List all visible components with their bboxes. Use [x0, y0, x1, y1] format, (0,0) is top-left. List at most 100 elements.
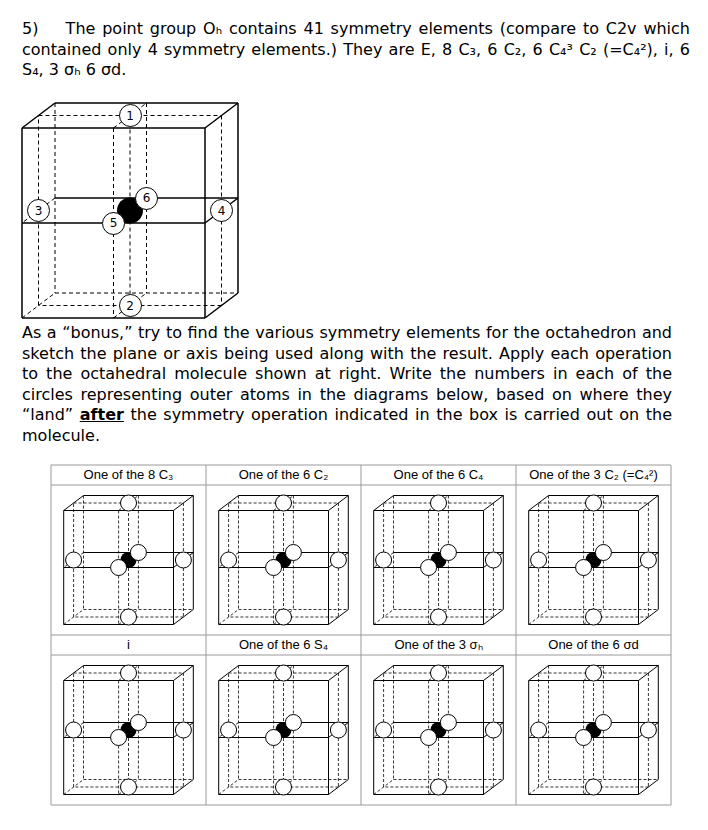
cube-edge: [174, 723, 194, 738]
empty-atom: [285, 715, 301, 731]
cube-edge: [639, 553, 659, 568]
question-text: 5) The point group Oₕ contains 41 symmet…: [22, 19, 690, 81]
empty-atom: [276, 495, 292, 511]
empty-atom: [421, 560, 437, 576]
empty-atom: [111, 560, 127, 576]
empty-atom: [586, 665, 602, 681]
table-rule: [361, 465, 362, 805]
cube-edge: [639, 723, 659, 738]
empty-atom: [111, 730, 127, 746]
empty-atom: [586, 609, 602, 625]
empty-atom: [440, 545, 456, 561]
outer-atom: 6: [135, 187, 158, 210]
guide-line: [584, 666, 604, 681]
empty-atom: [485, 722, 501, 738]
guide-line: [374, 723, 394, 738]
table-rule: [51, 465, 52, 805]
guide-line: [219, 723, 239, 738]
atom-number: 2: [126, 300, 134, 312]
empty-atom: [595, 545, 611, 561]
guide-line: [374, 553, 394, 568]
empty-atom: [121, 609, 137, 625]
guide-line: [119, 780, 139, 795]
empty-atom: [276, 779, 292, 795]
outer-atom: 3: [27, 199, 50, 222]
guide-line: [274, 610, 294, 625]
cube-edge: [174, 553, 194, 568]
guide-line: [119, 666, 139, 681]
guide-line: [584, 780, 604, 795]
empty-atom: [485, 552, 501, 568]
guide-line: [429, 610, 449, 625]
column-header: One of the 3 σₕ: [361, 635, 516, 655]
empty-atom: [121, 779, 137, 795]
atom-number: 6: [143, 192, 151, 204]
empty-atom: [531, 722, 547, 738]
empty-atom: [266, 730, 282, 746]
guide-line: [429, 496, 449, 511]
empty-atom: [640, 722, 656, 738]
outer-atom: 4: [210, 199, 233, 222]
empty-atom: [576, 560, 592, 576]
guide-line: [529, 723, 549, 738]
empty-atom: [130, 545, 146, 561]
table-rule: [206, 465, 207, 805]
cube-edge: [484, 723, 504, 738]
empty-atom: [121, 495, 137, 511]
column-header: One of the 6 S₄: [206, 635, 361, 655]
empty-atom: [276, 609, 292, 625]
empty-atom: [221, 722, 237, 738]
guide-line: [584, 496, 604, 511]
atom-number: 5: [110, 217, 118, 229]
guide-line: [64, 553, 84, 568]
empty-atom: [285, 545, 301, 561]
cube-edge: [205, 198, 238, 223]
empty-atom: [595, 715, 611, 731]
guide-line: [114, 103, 147, 128]
column-header: One of the 6 σd: [516, 635, 671, 655]
empty-atom: [66, 552, 82, 568]
empty-atom: [221, 552, 237, 568]
empty-atom: [266, 560, 282, 576]
guide-line: [119, 496, 139, 511]
guide-line: [119, 610, 139, 625]
atom-number: 3: [35, 205, 43, 217]
empty-atom: [330, 722, 346, 738]
empty-atom: [376, 552, 392, 568]
atom-number: 4: [218, 205, 226, 217]
guide-line: [529, 553, 549, 568]
guide-line: [429, 666, 449, 681]
empty-atom: [431, 779, 447, 795]
cube-edge: [329, 723, 349, 738]
empty-atom: [586, 779, 602, 795]
empty-atom: [531, 552, 547, 568]
guide-line: [114, 293, 147, 318]
empty-atom: [431, 665, 447, 681]
guide-line: [274, 496, 294, 511]
column-header: i: [51, 635, 206, 655]
emphasis: after: [80, 405, 124, 424]
empty-atom: [421, 730, 437, 746]
table-rule: [671, 465, 672, 805]
empty-atom: [431, 495, 447, 511]
empty-atom: [576, 730, 592, 746]
column-header: One of the 3 C₂ (=C₄²): [516, 465, 671, 485]
column-header: One of the 6 C₂: [206, 465, 361, 485]
outer-atom: 2: [119, 294, 142, 317]
empty-atom: [66, 722, 82, 738]
empty-atom: [586, 495, 602, 511]
atom-number: 1: [126, 110, 134, 122]
table-rule: [516, 465, 517, 805]
guide-line: [274, 780, 294, 795]
cube-edge: [484, 553, 504, 568]
cube-edge: [329, 553, 349, 568]
empty-atom: [175, 552, 191, 568]
empty-atom: [276, 665, 292, 681]
guide-line: [64, 723, 84, 738]
empty-atom: [175, 722, 191, 738]
guide-line: [584, 610, 604, 625]
empty-atom: [130, 715, 146, 731]
empty-atom: [640, 552, 656, 568]
column-header: One of the 8 C₃: [51, 465, 206, 485]
empty-atom: [440, 715, 456, 731]
